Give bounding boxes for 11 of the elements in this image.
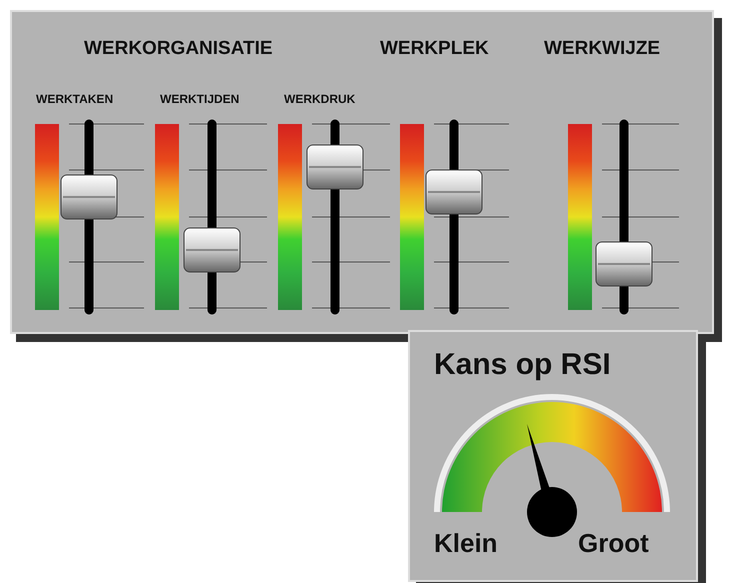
group-heading: WERKPLEK	[380, 38, 489, 60]
gauge-panel	[408, 330, 698, 582]
group-heading: WERKWIJZE	[544, 38, 660, 60]
slider-label: WERKTAKEN	[36, 92, 114, 106]
scale-label: Groot	[578, 528, 649, 559]
slider-label: WERKTIJDEN	[160, 92, 240, 106]
scale-label: Klein	[434, 528, 498, 559]
group-heading: WERKORGANISATIE	[84, 38, 273, 60]
gauge-title: Kans op RSI	[434, 348, 611, 382]
slider-label: WERKDRUK	[284, 92, 356, 106]
mixer-panel	[10, 10, 714, 334]
